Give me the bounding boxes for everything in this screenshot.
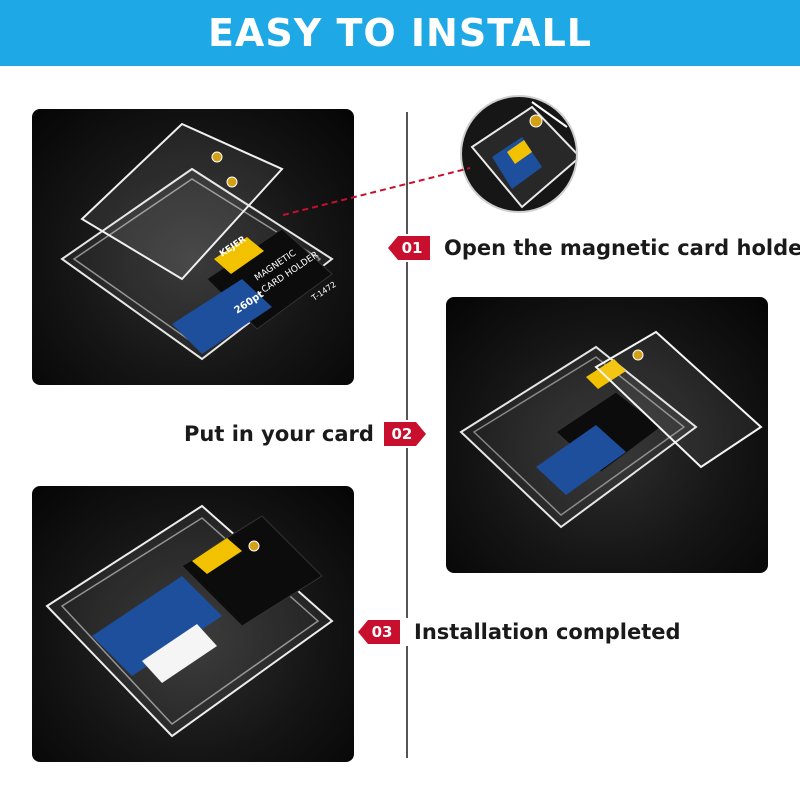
- hexagon-arrow-badge-icon: [358, 620, 400, 644]
- hexagon-arrow-badge-icon: [383, 422, 426, 446]
- step-3: 03 Installation completed: [358, 618, 681, 646]
- step-3-label: Installation completed: [414, 620, 681, 644]
- photo-insert-card: [446, 297, 768, 573]
- step-1-number: 01: [401, 239, 423, 257]
- step-2-label: Put in your card: [184, 422, 374, 446]
- step-2-number: 02: [391, 425, 413, 443]
- zoom-detail-circle: [460, 95, 578, 213]
- step-1-label: Open the magnetic card holder: [444, 236, 800, 260]
- product-image-open: KEJER MAGNETIC CARD HOLDER 260pt T-1472: [60, 122, 338, 361]
- hexagon-arrow-badge-icon: [388, 236, 430, 260]
- product-image-completed: [45, 504, 334, 738]
- step-1: 01 Open the magnetic card holder: [388, 234, 800, 262]
- timeline-line-bottom: [406, 646, 408, 758]
- step-3-number: 03: [371, 623, 393, 641]
- timeline-line-mid2: [406, 448, 408, 618]
- timeline-line-top: [406, 112, 408, 234]
- page-title: EASY TO INSTALL: [207, 11, 593, 55]
- timeline-line-mid: [406, 262, 408, 420]
- photo-open-holder: KEJER MAGNETIC CARD HOLDER 260pt T-1472: [32, 109, 354, 385]
- photo-installation-completed: [32, 486, 354, 762]
- step-1-badge: 01: [388, 234, 430, 262]
- zoom-detail-image: [470, 101, 576, 209]
- step-3-badge: 03: [358, 618, 400, 646]
- step-2-badge: 02: [383, 420, 426, 448]
- header-banner: EASY TO INSTALL: [0, 0, 800, 66]
- step-2: Put in your card 02: [184, 420, 426, 448]
- product-image-insert: [459, 330, 763, 529]
